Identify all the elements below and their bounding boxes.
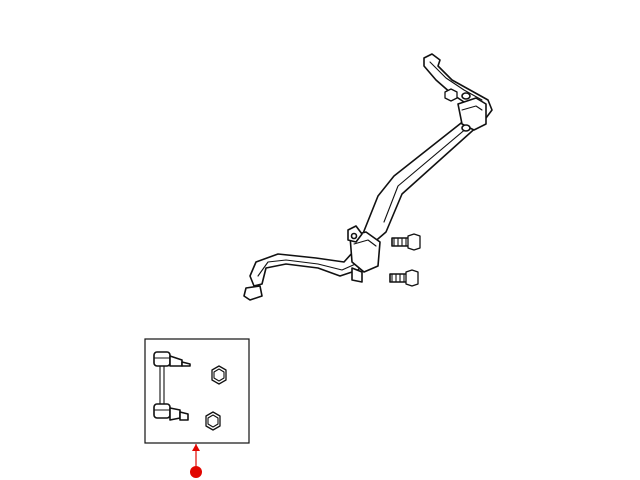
stabilizer-link-detail[interactable] xyxy=(144,338,250,444)
link-nut-upper xyxy=(211,365,227,385)
red-dot-marker-icon xyxy=(190,466,202,478)
callout-arrowhead xyxy=(192,444,200,451)
stabilizer-link xyxy=(153,351,191,421)
bushing-clamp-right[interactable] xyxy=(444,88,487,132)
callout-link[interactable] xyxy=(190,444,202,478)
link-nut-lower xyxy=(205,411,221,431)
bushing-clamp-left[interactable] xyxy=(347,225,381,283)
clamp-bolt[interactable] xyxy=(389,233,421,287)
